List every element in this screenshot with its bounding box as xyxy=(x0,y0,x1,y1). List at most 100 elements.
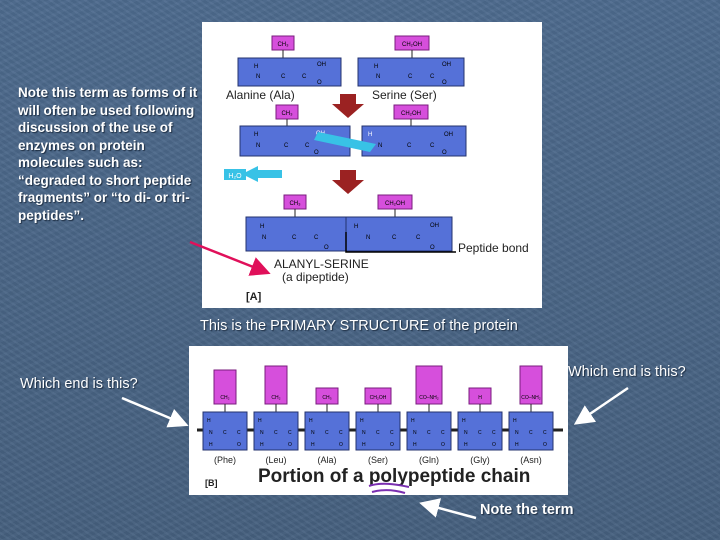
atom-c: C xyxy=(305,143,310,149)
atom-c: C xyxy=(237,430,241,436)
atom-h: H xyxy=(515,442,519,448)
alanine-side-chain: CH₃ xyxy=(289,201,301,207)
atom-h: H xyxy=(368,132,372,138)
serine-backbone-box xyxy=(357,57,465,87)
residue-box xyxy=(457,411,503,451)
residue-abbreviation: (Leu) xyxy=(265,455,286,465)
dipeptide-molecule: CH₃ CH₂OH H N C C O H N C C OH O xyxy=(245,194,453,252)
reaction-arrow-1 xyxy=(332,94,364,118)
atom-n: N xyxy=(515,430,519,436)
atom-h: H xyxy=(462,418,466,424)
atom-c: C xyxy=(314,235,319,241)
atom-n: N xyxy=(464,430,468,436)
atom-c: C xyxy=(543,430,547,436)
atom-o: O xyxy=(442,150,447,156)
atom-c: C xyxy=(325,430,329,436)
alanine-side-chain: CH₃ xyxy=(277,42,289,48)
atom-n: N xyxy=(209,430,213,436)
side-chain-label: H xyxy=(478,395,482,401)
atom-oh: OH xyxy=(317,62,326,68)
water-release-arrow xyxy=(242,166,282,182)
side-chain-label: CH₂ xyxy=(271,395,280,401)
atom-c: C xyxy=(274,430,278,436)
side-chain-label: CO–NH₂ xyxy=(521,395,541,401)
alanine-label: Alanine (Ala) xyxy=(226,88,295,102)
reaction-arrow-2 xyxy=(332,170,364,194)
alanine-molecule: CH₃ H N C C OH O xyxy=(237,35,342,87)
side-chain-label: CO–NH₂ xyxy=(419,395,439,401)
atom-o: O xyxy=(492,442,496,448)
alanine-backbone-box xyxy=(237,57,342,87)
dipeptide-subtitle: (a dipeptide) xyxy=(282,270,349,284)
atom-c: C xyxy=(376,430,380,436)
atom-c: C xyxy=(288,430,292,436)
side-chain-label: CH₃ xyxy=(322,395,331,401)
atom-h: H xyxy=(362,442,366,448)
atom-o: O xyxy=(339,442,343,448)
which-end-left-question: Which end is this? xyxy=(20,376,138,392)
residue-box xyxy=(253,411,299,451)
atom-h: H xyxy=(258,418,262,424)
peptide-bond-pointer xyxy=(345,232,456,253)
atom-h: H xyxy=(413,442,417,448)
atom-n: N xyxy=(260,430,264,436)
residue-abbreviation: (Ala) xyxy=(317,455,336,465)
atom-o: O xyxy=(441,442,445,448)
atom-o: O xyxy=(442,80,447,86)
atom-h: H xyxy=(311,442,315,448)
serine-reacting: CH₂OH H N C C OH O xyxy=(361,104,467,157)
atom-n: N xyxy=(362,430,366,436)
residue-box xyxy=(202,411,248,451)
atom-c: C xyxy=(478,430,482,436)
atom-o: O xyxy=(288,442,292,448)
dipeptide-diagram: CH₃ H N C C OH O + CH₂OH H N C C OH O Al… xyxy=(224,35,529,303)
alanine-side-chain: CH₃ xyxy=(281,111,293,117)
atom-c: C xyxy=(281,74,286,80)
atom-o: O xyxy=(317,80,322,86)
atom-c: C xyxy=(292,235,297,241)
dipeptide-formation-panel: CH₃ H N C C OH O + CH₂OH H N C C OH O Al… xyxy=(202,22,542,308)
residue-abbreviation: (Gly) xyxy=(470,455,490,465)
residue-abbreviation: (Ser) xyxy=(368,455,388,465)
atom-c: C xyxy=(427,430,431,436)
note-the-term: Note the term xyxy=(480,502,574,518)
atom-o: O xyxy=(390,442,394,448)
residue-box xyxy=(406,411,452,451)
atom-h: H xyxy=(411,418,415,424)
side-chain-label: CH₂ xyxy=(220,395,229,401)
atom-c: C xyxy=(339,430,343,436)
atom-o: O xyxy=(237,442,241,448)
atom-n: N xyxy=(256,74,260,80)
atom-h: H xyxy=(309,418,313,424)
atom-h: H xyxy=(360,418,364,424)
atom-c: C xyxy=(284,143,289,149)
atom-n: N xyxy=(256,143,260,149)
atom-c: C xyxy=(430,143,435,149)
atom-h: H xyxy=(374,64,378,70)
atom-n: N xyxy=(376,74,380,80)
atom-oh: OH xyxy=(442,62,451,68)
polypeptide-caption: Portion of a polypeptide chain xyxy=(258,466,530,487)
atom-h: H xyxy=(254,64,258,70)
atom-c: C xyxy=(441,430,445,436)
residue-box xyxy=(355,411,401,451)
serine-side-chain: CH₂OH xyxy=(385,201,405,207)
side-chain-label: CH₂OH xyxy=(370,395,387,401)
atom-n: N xyxy=(378,143,382,149)
atom-o: O xyxy=(430,245,435,251)
atom-n: N xyxy=(311,430,315,436)
atom-h: H xyxy=(209,442,213,448)
atom-n: N xyxy=(413,430,417,436)
peptide-bond-label: Peptide bond xyxy=(458,241,529,255)
atom-o: O xyxy=(324,245,329,251)
water-label: H₂O xyxy=(228,173,242,180)
atom-oh: OH xyxy=(430,223,439,229)
atom-c: C xyxy=(407,143,412,149)
